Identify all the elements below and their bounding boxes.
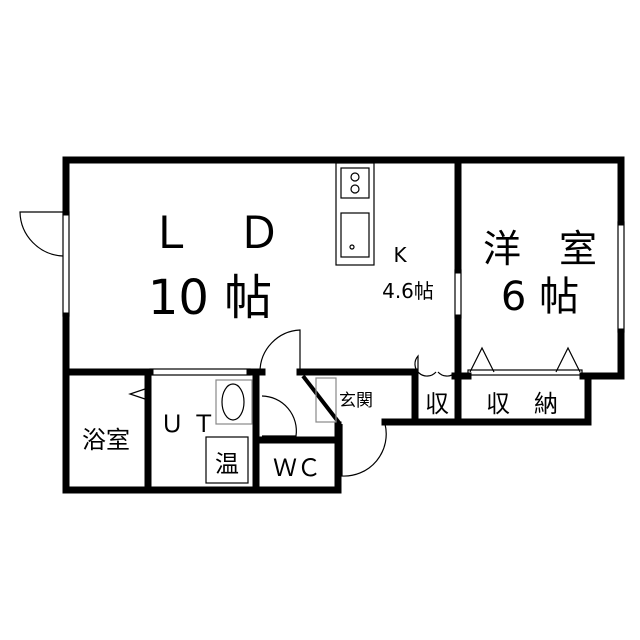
bath-label: 浴室 (82, 426, 130, 454)
kitchen-label: K (393, 243, 407, 267)
small-storage-label: 収 (425, 390, 449, 418)
water-heater-box (205, 436, 249, 484)
western-room-label: 洋 室 (483, 227, 597, 271)
shoe-box (315, 377, 337, 423)
doors (19, 211, 583, 477)
walls (62, 156, 625, 494)
western-room-size: 6 帖 (501, 274, 579, 320)
kitchen-size: 4.6帖 (382, 279, 434, 303)
kitchen-counter (335, 162, 375, 266)
entry-door-left (19, 211, 64, 257)
ld-label: Ｌ Ｄ (149, 208, 281, 259)
ld-size: 10 帖 (148, 270, 272, 326)
ut-label: Ｕ Ｔ (160, 410, 216, 438)
water-heater-label: 温 (215, 450, 239, 478)
wc-label: ＷＣ (273, 454, 321, 482)
washbasin-icon (215, 379, 253, 425)
sink-icon (340, 212, 370, 258)
stove-icon (340, 167, 370, 199)
windows (62, 211, 625, 376)
entrance-label: 玄関 (339, 391, 373, 411)
storage-label: 収 納 (486, 390, 558, 418)
